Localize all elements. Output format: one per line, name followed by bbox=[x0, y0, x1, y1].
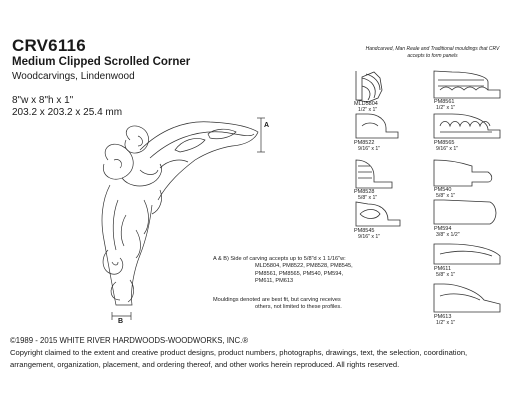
product-name: Medium Clipped Scrolled Corner bbox=[12, 56, 191, 68]
marker-a: A bbox=[264, 122, 270, 129]
product-material: Woodcarvings, Lindenwood bbox=[12, 71, 135, 82]
moulding-size-pm8522: 9/16" x 1" bbox=[358, 146, 381, 152]
profile-pm594 bbox=[433, 199, 497, 225]
moulding-size-pm594: 3/8" x 1/2" bbox=[436, 232, 460, 238]
profile-pm540 bbox=[433, 159, 493, 187]
moulding-size-pm613: 1/2" x 1" bbox=[436, 320, 456, 326]
moulding-size-pm611: 5/8" x 1" bbox=[436, 272, 456, 278]
profile-pm8528 bbox=[355, 159, 393, 189]
moulding-code-pm613: PM613 bbox=[434, 314, 452, 320]
best-fit-note: Mouldings denoted are best fit, but carv… bbox=[213, 297, 363, 311]
moulding-code-pm8565: PM8565 bbox=[434, 140, 455, 146]
moulding-code-pm8561: PM8561 bbox=[434, 99, 455, 105]
moulding-size-pm8561: 1/2" x 1" bbox=[436, 105, 456, 111]
moulding-code-pm8528: PM8528 bbox=[354, 189, 375, 195]
profile-pm613 bbox=[433, 283, 501, 313]
copyright-line: ©1989 - 2015 WHITE RIVER HARDWOODS-WOODW… bbox=[10, 336, 249, 345]
copyright-claim: Copyright claimed to the extent and crea… bbox=[10, 348, 468, 369]
moulding-size-mld5804: 1/2" x 1" bbox=[358, 107, 378, 113]
ab-note-line-3: PM8561, PM8565, PM540, PM594, bbox=[255, 270, 343, 277]
moulding-code-pm594: PM594 bbox=[434, 226, 452, 232]
profile-pm8545 bbox=[355, 201, 401, 227]
ab-note-line-1: A & B) Side of carving accepts up to 5/8… bbox=[213, 256, 346, 262]
moulding-code-pm540: PM540 bbox=[434, 187, 452, 193]
profile-pm8565 bbox=[433, 113, 501, 139]
moulding-code-mld5804: MLD5804 bbox=[354, 101, 378, 107]
ab-note-line-4: PM611, PM613 bbox=[255, 278, 294, 285]
mouldings-note: Handcarved, Man Reale and Traditional mo… bbox=[365, 46, 500, 59]
best-fit-line-2: others, not limited to these profiles. bbox=[255, 304, 342, 310]
moulding-size-pm8528: 5/8" x 1" bbox=[358, 195, 378, 201]
moulding-code-pm611: PM611 bbox=[434, 266, 452, 272]
dimensions-imperial: 8"w x 8"h x 1" bbox=[12, 95, 74, 106]
ab-note-line-2: MLD5804, PM8522, PM8528, PM8545, bbox=[255, 263, 353, 270]
moulding-code-pm8522: PM8522 bbox=[354, 140, 375, 146]
ab-accepts-note: A & B) Side of carving accepts up to 5/8… bbox=[213, 256, 363, 286]
dimensions-metric: 203.2 x 203.2 x 25.4 mm bbox=[12, 107, 123, 118]
moulding-size-pm540: 5/8" x 1" bbox=[436, 193, 456, 199]
product-code: CRV6116 bbox=[12, 36, 86, 55]
profile-pm611 bbox=[433, 243, 501, 265]
marker-b: B bbox=[118, 318, 124, 325]
profile-pm8522 bbox=[355, 113, 399, 139]
best-fit-line-1: Mouldings denoted are best fit, but carv… bbox=[213, 297, 341, 303]
profile-pm8561 bbox=[433, 70, 501, 99]
moulding-size-pm8565: 9/16" x 1" bbox=[436, 146, 459, 152]
moulding-size-pm8545: 9/16" x 1" bbox=[358, 234, 381, 240]
profile-mld5804 bbox=[355, 71, 383, 103]
moulding-code-pm8545: PM8545 bbox=[354, 228, 375, 234]
